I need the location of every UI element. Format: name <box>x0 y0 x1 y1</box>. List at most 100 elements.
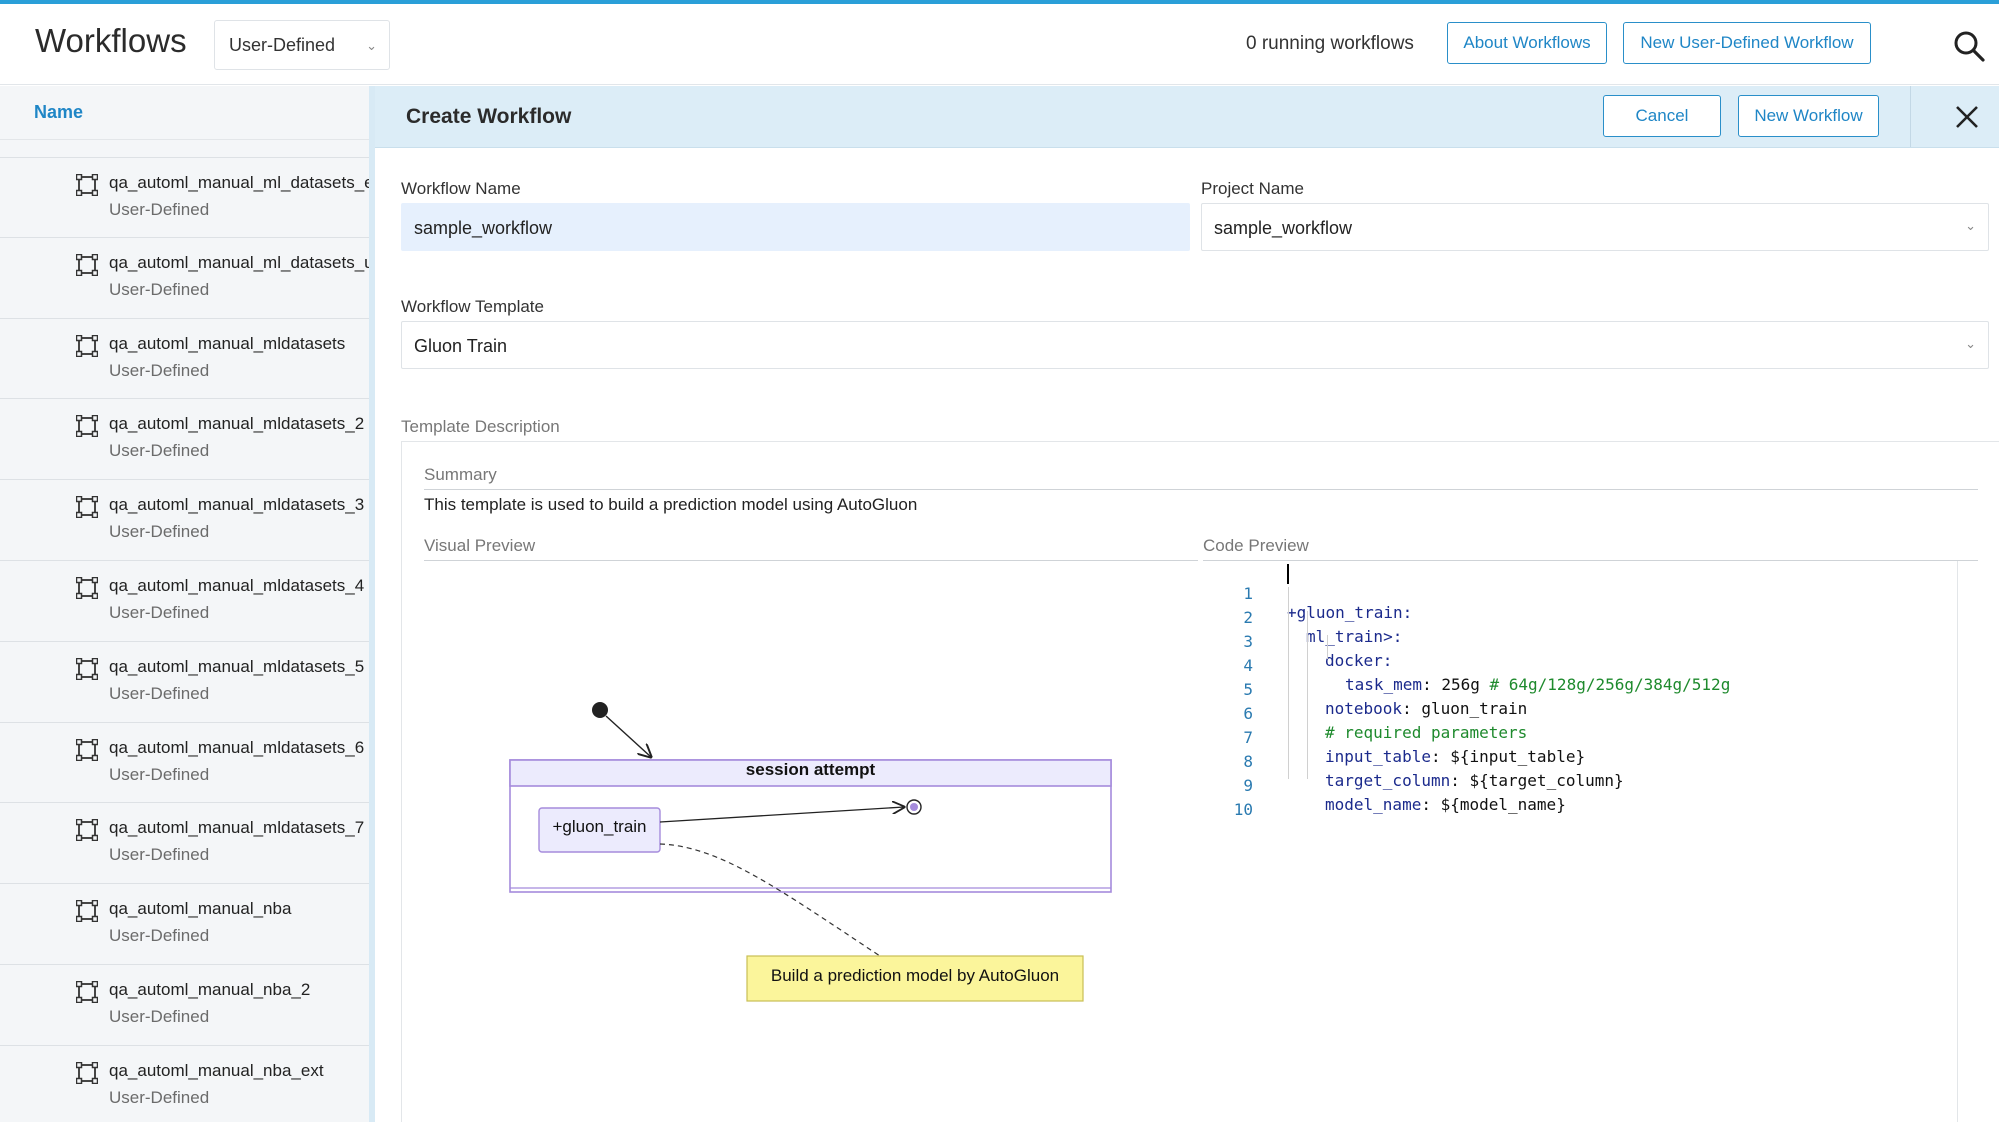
template-description-label: Template Description <box>401 417 560 437</box>
workflow-name: qa_automl_manual_nba_2 <box>109 980 371 1000</box>
start-edge <box>606 716 651 757</box>
code-line: 5 notebook: gluon_train <box>1203 661 1943 685</box>
workflow-type: User-Defined <box>109 361 209 381</box>
project-name-label: Project Name <box>1201 179 1304 199</box>
workflow-icon <box>76 254 98 276</box>
list-item[interactable]: qa_automl_manual_mldatasets_4User-Define… <box>0 561 372 642</box>
list-item[interactable]: qa_automl_manual_mldatasetsUser-Defined <box>0 319 372 400</box>
workflow-name: qa_automl_manual_mldatasets_3 <box>109 495 371 515</box>
list-item[interactable]: qa_automl_manual_nba_extUser-Defined <box>0 1046 372 1122</box>
workflow-name: qa_automl_manual_mldatasets <box>109 334 371 354</box>
search-icon[interactable] <box>1953 30 1985 62</box>
sidebar-divider[interactable] <box>369 86 375 1122</box>
workflow-name: qa_automl_manual_mldatasets_5 <box>109 657 371 677</box>
workflow-list: qa_automl_manual_ml_datasets_eUser-Defin… <box>0 157 372 1122</box>
list-item[interactable]: qa_automl_manual_mldatasets_5User-Define… <box>0 642 372 723</box>
line-number: 10 <box>1203 800 1253 819</box>
code-line: 9 model_name: ${model_name} <box>1203 757 1943 781</box>
list-item[interactable]: qa_automl_manual_nba_2User-Defined <box>0 965 372 1046</box>
workflow-type: User-Defined <box>109 765 209 785</box>
workflow-name: qa_automl_manual_ml_datasets_u <box>109 253 371 273</box>
workflow-type: User-Defined <box>109 522 209 542</box>
name-column-header[interactable]: Name <box>0 86 372 140</box>
workflow-icon <box>76 577 98 599</box>
workflow-type: User-Defined <box>109 603 209 623</box>
cancel-button[interactable]: Cancel <box>1603 95 1721 137</box>
list-item[interactable]: qa_automl_manual_nbaUser-Defined <box>0 884 372 965</box>
workflow-type: User-Defined <box>109 684 209 704</box>
workflow-type: User-Defined <box>109 200 209 220</box>
workflow-template-label: Workflow Template <box>401 297 544 317</box>
list-item[interactable]: qa_automl_manual_mldatasets_2User-Define… <box>0 399 372 480</box>
indent-guide <box>1307 611 1308 779</box>
code-line: 1 +gluon_train: <box>1203 565 1943 589</box>
workflow-icon <box>76 335 98 357</box>
workflow-template-value: Gluon Train <box>414 336 507 356</box>
list-item[interactable]: qa_automl_manual_ml_datasets_uUser-Defin… <box>0 238 372 319</box>
project-name-value: sample_workflow <box>1214 218 1352 238</box>
code-line: 7 input_table: ${input_table} <box>1203 709 1943 733</box>
indent-guide <box>1327 635 1328 659</box>
gluon-train-task-label: +gluon_train <box>539 817 660 837</box>
code-preview-label: Code Preview <box>1203 536 1309 556</box>
create-workflow-header: Create Workflow Cancel New Workflow <box>375 86 1999 148</box>
end-node-inner <box>910 803 918 811</box>
visual-preview-label: Visual Preview <box>424 536 535 556</box>
code-line: 8 target_column: ${target_column} <box>1203 733 1943 757</box>
list-item[interactable]: qa_automl_manual_ml_datasets_eUser-Defin… <box>0 157 372 238</box>
text-cursor <box>1287 564 1289 584</box>
close-icon[interactable] <box>1955 105 1979 129</box>
new-user-defined-workflow-button[interactable]: New User-Defined Workflow <box>1623 22 1871 64</box>
app-header: Workflows User-Defined ⌄ 0 running workf… <box>0 4 1999 85</box>
workflow-type: User-Defined <box>109 441 209 461</box>
workflow-name: qa_automl_manual_nba_ext <box>109 1061 371 1081</box>
workflow-icon <box>76 415 98 437</box>
workflow-type: User-Defined <box>109 1007 209 1027</box>
summary-text: This template is used to build a predict… <box>424 495 917 515</box>
workflow-name: qa_automl_manual_nba <box>109 899 371 919</box>
workflow-icon <box>76 819 98 841</box>
running-workflows-status: 0 running workflows <box>1246 33 1414 55</box>
indent-guide <box>1288 587 1289 779</box>
workflow-sidebar: Name qa_automl_manual_ml_datasets_eUser-… <box>0 86 372 1122</box>
workflow-icon <box>76 1062 98 1084</box>
panel-title: Create Workflow <box>406 105 571 129</box>
page-title: Workflows <box>35 22 187 60</box>
workflow-type: User-Defined <box>109 845 209 865</box>
workflow-icon <box>76 496 98 518</box>
summary-divider <box>424 489 1978 490</box>
list-item[interactable]: qa_automl_manual_mldatasets_3User-Define… <box>0 480 372 561</box>
list-item[interactable]: qa_automl_manual_mldatasets_7User-Define… <box>0 803 372 884</box>
chevron-down-icon: ⌄ <box>1965 218 1976 234</box>
chevron-down-icon: ⌄ <box>366 38 377 54</box>
workflow-name: qa_automl_manual_mldatasets_7 <box>109 818 371 838</box>
workflow-type-select[interactable]: User-Defined ⌄ <box>214 20 390 70</box>
about-workflows-button[interactable]: About Workflows <box>1447 22 1607 64</box>
summary-label: Summary <box>424 465 497 485</box>
workflow-icon <box>76 658 98 680</box>
workflow-icon <box>76 981 98 1003</box>
workflow-type-select-value: User-Defined <box>229 35 335 55</box>
code-editor[interactable]: 1 +gluon_train: 2 ml_train>: 3 docker: 4… <box>1203 561 1958 1122</box>
workflow-icon <box>76 900 98 922</box>
code-line: 10 <box>1203 781 1943 805</box>
workflow-name: qa_automl_manual_ml_datasets_e <box>109 173 371 193</box>
project-name-select[interactable]: sample_workflow ⌄ <box>1201 203 1989 251</box>
name-column-header-label: Name <box>34 102 83 123</box>
workflow-icon <box>76 739 98 761</box>
list-item[interactable]: qa_automl_manual_mldatasets_6User-Define… <box>0 723 372 804</box>
start-node <box>592 702 608 718</box>
code-line: 4 task_mem: 256g # 64g/128g/256g/384g/51… <box>1203 637 1943 661</box>
code-line: 2 ml_train>: <box>1203 589 1943 613</box>
code-line: 6 # required parameters <box>1203 685 1943 709</box>
new-workflow-button[interactable]: New Workflow <box>1738 95 1879 137</box>
annotation-note-text: Build a prediction model by AutoGluon <box>747 966 1083 986</box>
code-line: 3 docker: <box>1203 613 1943 637</box>
workflow-type: User-Defined <box>109 926 209 946</box>
chevron-down-icon: ⌄ <box>1965 336 1976 352</box>
workflow-name: qa_automl_manual_mldatasets_2 <box>109 414 371 434</box>
workflow-template-select[interactable]: Gluon Train ⌄ <box>401 321 1989 369</box>
workflow-name-field[interactable]: sample_workflow <box>401 203 1190 251</box>
header-divider <box>1910 86 1911 147</box>
workflow-type: User-Defined <box>109 280 209 300</box>
